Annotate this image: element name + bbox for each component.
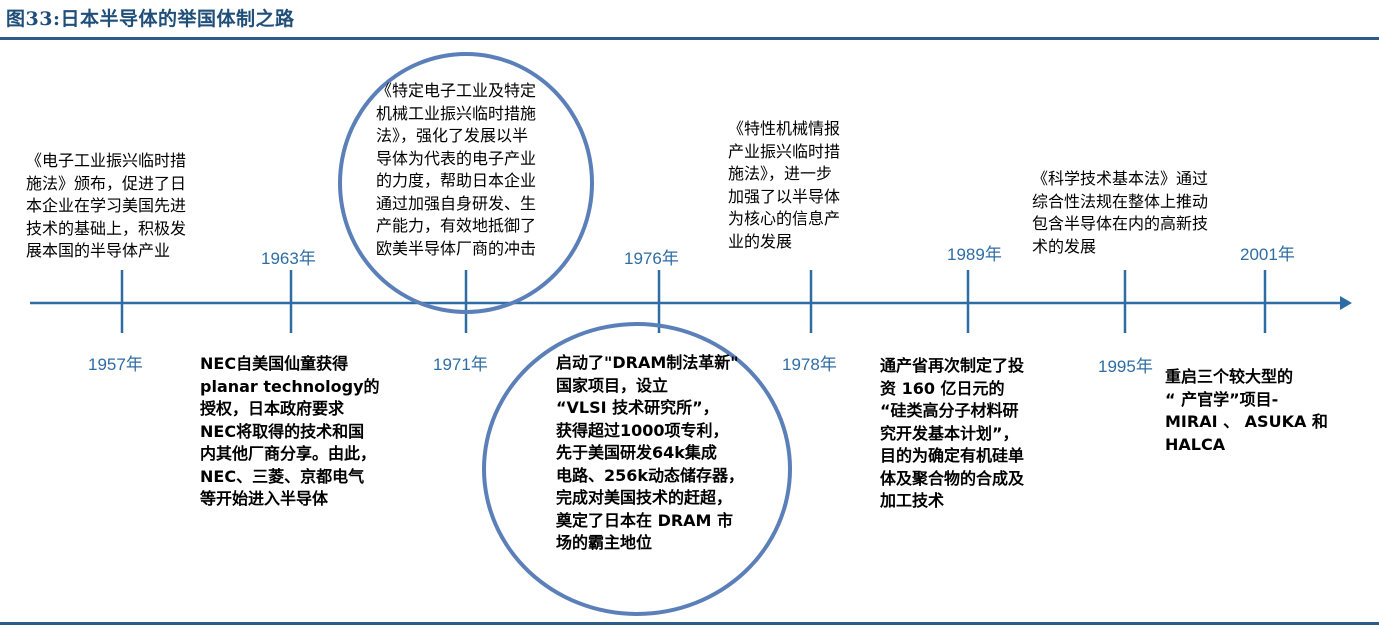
event-note-1957: 《电子工业振兴临时措 施法》颁布，促进了日 本企业在学习美国先进 技术的基础上，…	[26, 151, 187, 260]
year-label-1957: 1957年	[88, 355, 143, 374]
highlight-circle-1976	[482, 322, 792, 616]
year-label-1989: 1989年	[947, 245, 1002, 264]
year-label-1978: 1978年	[782, 355, 837, 374]
event-note-1978: 《特性机械情报 产业振兴临时措 施法》，进一步 加强了以半导体 为核心的信息产 …	[728, 119, 841, 251]
highlight-circle-1971	[338, 52, 594, 314]
event-note-1995: 《科学技术基本法》通过 综合性法规在整体上推动 包含半导体在内的高新技 术的发展	[1032, 169, 1209, 256]
year-label-1971: 1971年	[433, 355, 488, 374]
figure-title: 图33:日本半导体的举国体制之路	[6, 8, 295, 30]
year-label-2001: 2001年	[1240, 245, 1295, 264]
event-note-1976: 启动了"DRAM制法革新" 国家项目，设立 “VLSI 技术研究所”， 获得超过…	[556, 353, 745, 552]
year-label-1963: 1963年	[261, 249, 316, 268]
year-label-1976: 1976年	[624, 249, 679, 268]
bottom-divider	[0, 622, 1379, 625]
timeline-arrowhead	[1340, 296, 1352, 310]
event-note-2001: 重启三个较大型的 “ 产官学”项目- MIRAI 、 ASUKA 和 HALCA	[1165, 367, 1328, 454]
event-note-1963: NEC自美国仙童获得 planar technology的 授权，日本政府要求 …	[200, 354, 380, 508]
top-divider	[0, 37, 1379, 40]
year-label-1995: 1995年	[1098, 357, 1153, 376]
event-note-1971: 《特定电子工业及特定 机械工业振兴临时措施 法》，强化了发展以半 导体为代表的电…	[376, 81, 537, 258]
event-note-1989: 通产省再次制定了投 资 160 亿日元的 “硅类高分子材料研 究开发基本计划”，…	[880, 356, 1025, 510]
